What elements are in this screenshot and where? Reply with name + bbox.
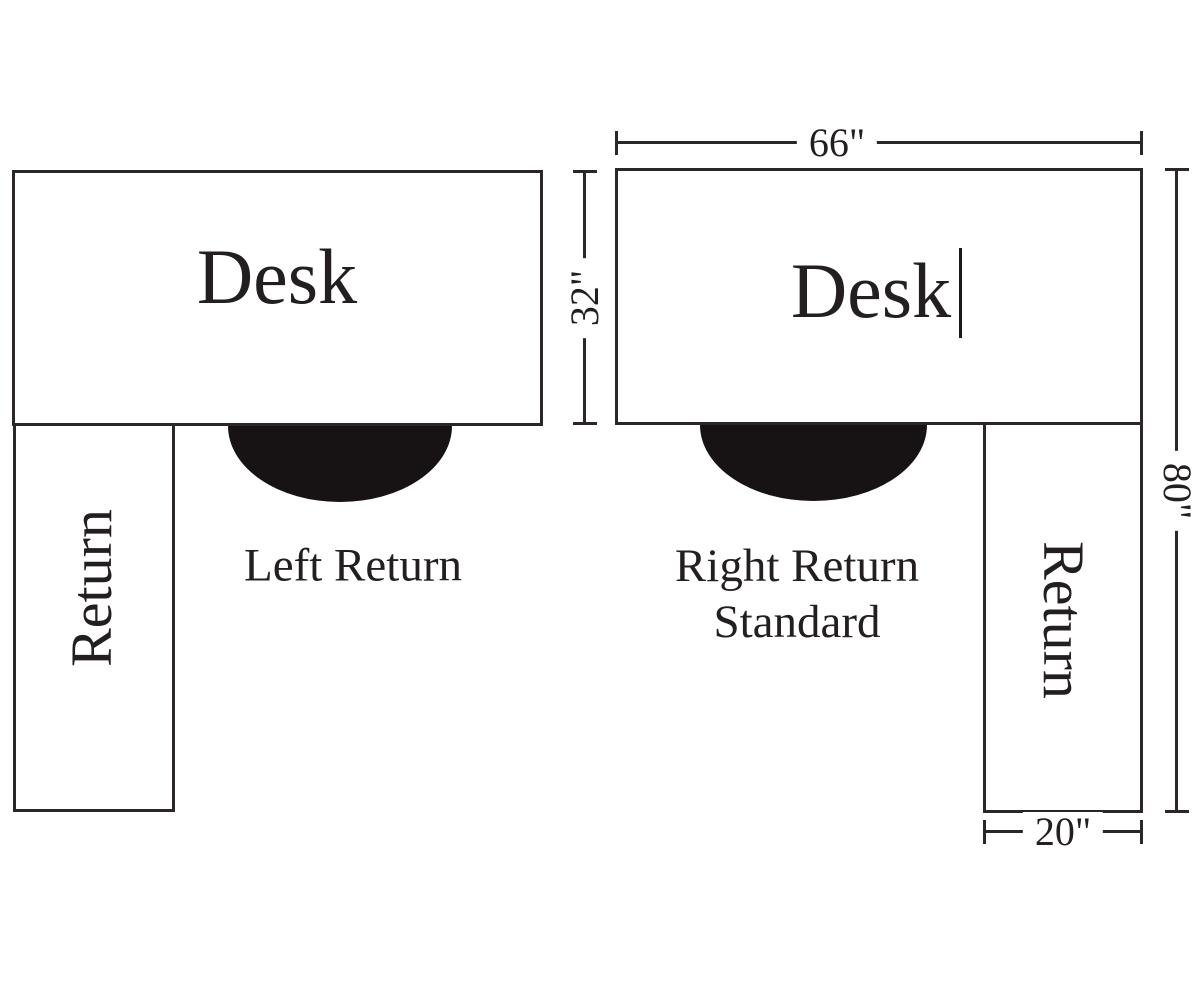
- right-layout-caption: Right Return Standard: [675, 538, 919, 650]
- right-return-label: Return: [1031, 541, 1096, 699]
- right-caption-line2: Standard: [713, 596, 881, 648]
- left-desk-rect: [12, 170, 543, 426]
- left-desk-label: Desk: [196, 233, 358, 320]
- dimension-66in-label: 66": [796, 123, 878, 163]
- dimension-32in-label: 32": [562, 257, 607, 338]
- left-chair-cutout: [228, 426, 452, 502]
- dimension-32in: 32": [562, 170, 607, 425]
- right-desk-rect: [615, 168, 1143, 425]
- text-cursor-artifact: [959, 248, 962, 338]
- dimension-tick: [573, 170, 597, 173]
- dimension-80in-label: 80": [1155, 450, 1200, 531]
- right-chair-cutout: [700, 425, 927, 501]
- dimension-80in: 80": [1155, 168, 1200, 813]
- dimension-tick: [1140, 820, 1143, 844]
- dimension-tick: [1165, 810, 1189, 813]
- dimension-tick: [615, 131, 618, 155]
- dimension-tick: [1140, 131, 1143, 155]
- right-desk-label: Desk: [790, 247, 952, 334]
- right-caption-line1: Right Return: [674, 540, 920, 592]
- dimension-20in-label: 20": [1022, 812, 1104, 852]
- dimension-66in: 66": [615, 123, 1143, 163]
- dimension-line: [615, 141, 1143, 144]
- left-layout-caption: Left Return: [244, 539, 462, 592]
- dimension-tick: [1165, 168, 1189, 171]
- dimension-20in: 20": [983, 812, 1143, 852]
- right-return-rect: [983, 425, 1143, 813]
- left-return-label: Return: [59, 509, 124, 667]
- left-return-rect: [13, 426, 175, 812]
- dimension-tick: [573, 422, 597, 425]
- dimension-tick: [983, 820, 986, 844]
